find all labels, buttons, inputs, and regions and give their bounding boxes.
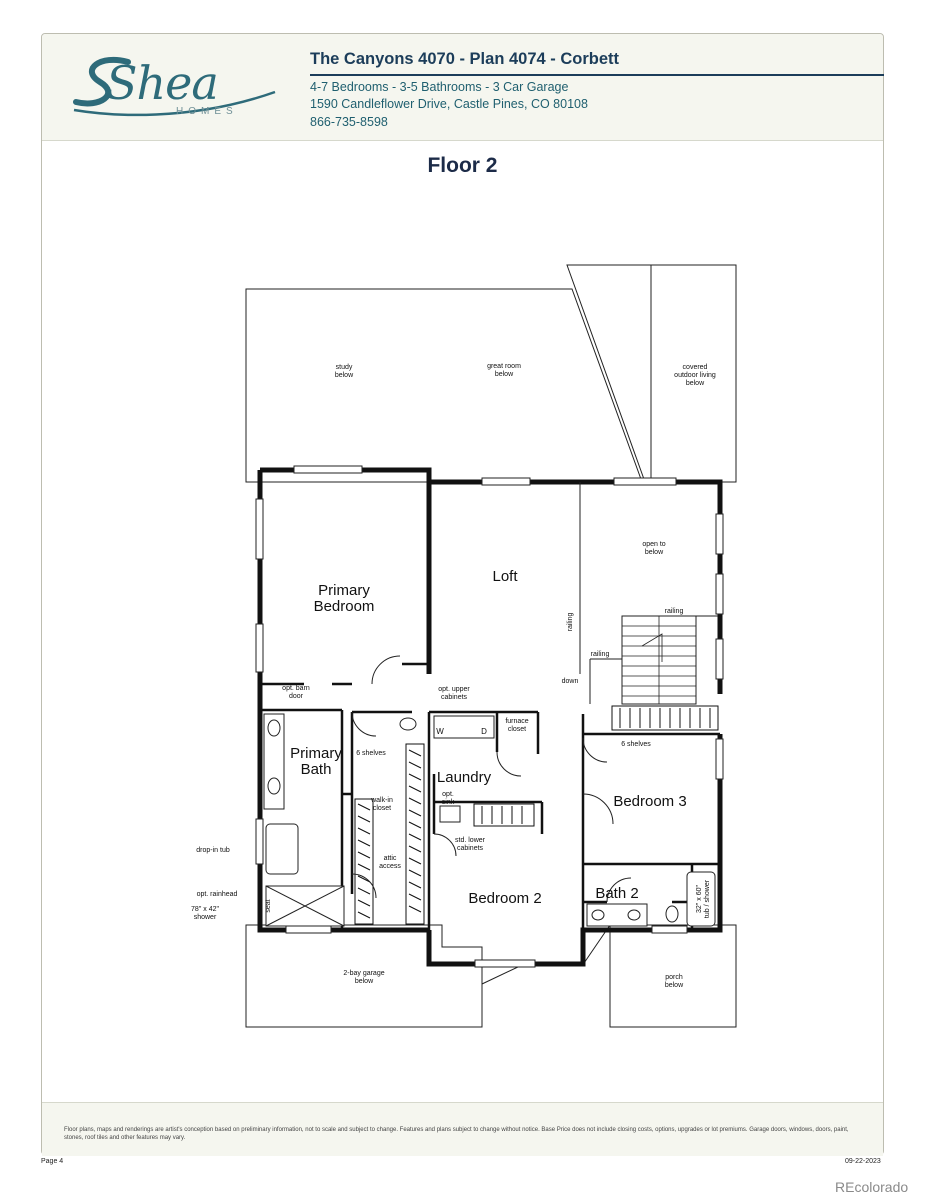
great-room-below-label: below <box>495 371 514 378</box>
primary-bath-label: Primary <box>290 745 342 762</box>
floor-title: Floor 2 <box>427 154 498 177</box>
open-below-label: below <box>645 549 664 556</box>
upper-cabinets-label-2: cabinets <box>441 694 468 701</box>
railing-label-side: railing <box>567 613 574 632</box>
tub-shower-label: tub / shower <box>704 879 711 918</box>
bath-2-label: Bath 2 <box>595 885 638 902</box>
shelves-label-b: 6 shelves <box>621 741 651 748</box>
footer-date: 09-22-2023 <box>845 1158 881 1165</box>
phone-line: 866-735-8598 <box>310 115 388 129</box>
logo-subtext: HOMES <box>176 106 238 117</box>
porch-label: porch <box>665 974 683 981</box>
exterior-wall-left <box>257 470 429 933</box>
tub-shower <box>686 871 716 927</box>
barn-door-label-2: door <box>289 693 304 700</box>
covered-outdoor-outline <box>566 264 737 483</box>
address-line: 1590 Candleflower Drive, Castle Pines, C… <box>310 97 588 111</box>
shea-homes-logo: Shea HOMES <box>70 52 276 124</box>
recolorado-watermark: REcolorado <box>835 1179 909 1195</box>
walkin-label: walk-in <box>370 797 393 804</box>
lower-cabinets-label-2: cabinets <box>457 845 484 852</box>
shower-label: shower <box>194 914 217 921</box>
logo-swoosh-icon <box>73 56 276 117</box>
railing-label-top: railing <box>665 608 684 615</box>
furnace-label-2: closet <box>508 726 526 733</box>
loft-label: Loft <box>492 568 518 585</box>
primary-bedroom-label-2: Bedroom <box>314 598 375 615</box>
dryer-label: D <box>481 727 487 736</box>
lower-cabinets-label: std. lower <box>455 837 486 844</box>
tub-size-label: 32" x 60" <box>696 885 703 913</box>
shelves-label-a: 6 shelves <box>356 750 386 757</box>
laundry-label: Laundry <box>437 769 492 786</box>
header-band: Shea HOMES The Canyons 4070 - Plan 4074 … <box>42 34 884 141</box>
bedroom-2-label: Bedroom 2 <box>468 890 541 907</box>
study-below-label: below <box>335 372 354 379</box>
shower-size-label: 78" x 42" <box>191 906 219 913</box>
furnace-label: furnace <box>505 718 528 725</box>
garage-below-label: below <box>355 978 374 985</box>
attic-label-2: access <box>379 863 401 870</box>
disclaimer-text: Floor plans, maps and renderings are art… <box>64 1127 849 1141</box>
garage-below-outline <box>245 924 483 1028</box>
covered-outdoor-label: outdoor living <box>674 372 716 379</box>
drop-in-tub <box>265 823 299 875</box>
railing-label-bottom: railing <box>591 651 610 658</box>
title-rule <box>310 74 884 76</box>
brochure-sheet: Shea HOMES The Canyons 4070 - Plan 4074 … <box>41 33 884 1156</box>
porch-below-label: below <box>665 982 684 989</box>
seat-label: seat <box>265 899 272 912</box>
open-to-label: open to <box>642 541 665 548</box>
covered-label: covered <box>683 364 708 371</box>
specs-line: 4-7 Bedrooms - 3-5 Bathrooms - 3 Car Gar… <box>310 80 569 94</box>
floor-plan: study below great room below covered out… <box>191 264 737 1028</box>
barn-door-label: opt. barn <box>282 685 310 692</box>
washer-dryer <box>433 715 495 739</box>
logo-wordmark: Shea <box>106 56 219 110</box>
great-room-label: great room <box>487 363 521 370</box>
attic-label: attic <box>384 855 397 862</box>
footer-band: Floor plans, maps and renderings are art… <box>42 1102 883 1156</box>
covered-below-label: below <box>686 380 705 387</box>
primary-bath-label-2: Bath <box>301 761 332 778</box>
listing-title: The Canyons 4070 - Plan 4074 - Corbett <box>310 50 620 68</box>
page-number: Page 4 <box>41 1158 64 1165</box>
garage-label: 2-bay garage <box>343 970 384 977</box>
rainhead-label: opt. rainhead <box>197 891 238 898</box>
down-label: down <box>562 678 579 685</box>
primary-bedroom-label: Primary <box>318 582 370 599</box>
upper-cabinets-label: opt. upper <box>438 686 470 693</box>
bedroom-3-label: Bedroom 3 <box>613 793 686 810</box>
drop-tub-label: drop-in tub <box>196 847 230 854</box>
study-label: study <box>336 364 353 371</box>
washer-label: W <box>436 727 444 736</box>
sink-label-2: sink <box>442 799 455 806</box>
walkin-label-2: closet <box>373 805 391 812</box>
sink-label: opt. <box>442 791 454 798</box>
study-below-outline <box>245 288 643 483</box>
